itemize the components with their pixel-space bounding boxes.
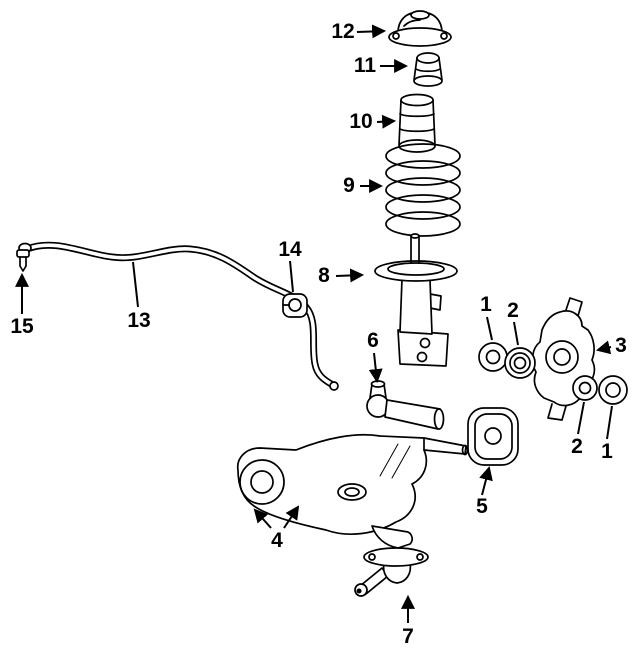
leader-10 xyxy=(376,114,397,129)
leader-1-right xyxy=(606,405,613,440)
leader-4a xyxy=(253,508,272,529)
leader-8 xyxy=(335,268,365,283)
callout-13: 13 xyxy=(127,309,151,332)
stabilizer-bushing-part xyxy=(282,293,308,318)
leader-2-right xyxy=(577,401,585,435)
leader-5 xyxy=(479,465,493,496)
washer-part-left xyxy=(478,342,508,372)
leader-6 xyxy=(368,352,383,384)
leader-lines xyxy=(15,24,613,623)
bump-stop-part xyxy=(413,52,443,87)
bearing-part-left xyxy=(504,347,536,379)
leader-13 xyxy=(132,261,139,308)
callout-15: 15 xyxy=(10,315,34,338)
callout-9: 9 xyxy=(343,174,355,197)
callout-8: 8 xyxy=(318,264,330,287)
callout-14: 14 xyxy=(278,238,302,261)
leader-14 xyxy=(289,260,294,293)
washer-part-right xyxy=(598,375,628,405)
callout-3: 3 xyxy=(615,334,627,357)
leader-2-left xyxy=(513,321,519,346)
leader-4b xyxy=(283,505,300,529)
callout-1-left: 1 xyxy=(480,293,492,316)
callout-1-right: 1 xyxy=(601,440,613,463)
leader-3 xyxy=(595,340,612,355)
callout-2-left: 2 xyxy=(507,299,519,322)
strut-mount-part xyxy=(388,10,452,47)
callout-2-right: 2 xyxy=(571,435,583,458)
clip-part xyxy=(16,249,30,272)
strut-part xyxy=(374,233,458,367)
arm-bushing-part xyxy=(467,407,519,466)
stabilizer-bar-part xyxy=(18,241,339,391)
dust-boot-part xyxy=(398,93,436,153)
ball-stud-part xyxy=(366,380,445,430)
callout-5: 5 xyxy=(476,495,488,518)
coil-spring-part xyxy=(385,143,461,237)
leader-1-left xyxy=(486,316,493,341)
callout-7: 7 xyxy=(402,625,414,648)
ball-joint-part xyxy=(354,547,429,597)
callout-12: 12 xyxy=(331,20,355,43)
callout-11: 11 xyxy=(353,54,377,77)
steering-knuckle-part xyxy=(531,297,596,421)
callout-4: 4 xyxy=(271,529,283,552)
callout-6: 6 xyxy=(367,329,379,352)
bearing-part-right xyxy=(572,375,598,401)
callout-10: 10 xyxy=(349,110,373,133)
leader-12 xyxy=(356,24,387,39)
